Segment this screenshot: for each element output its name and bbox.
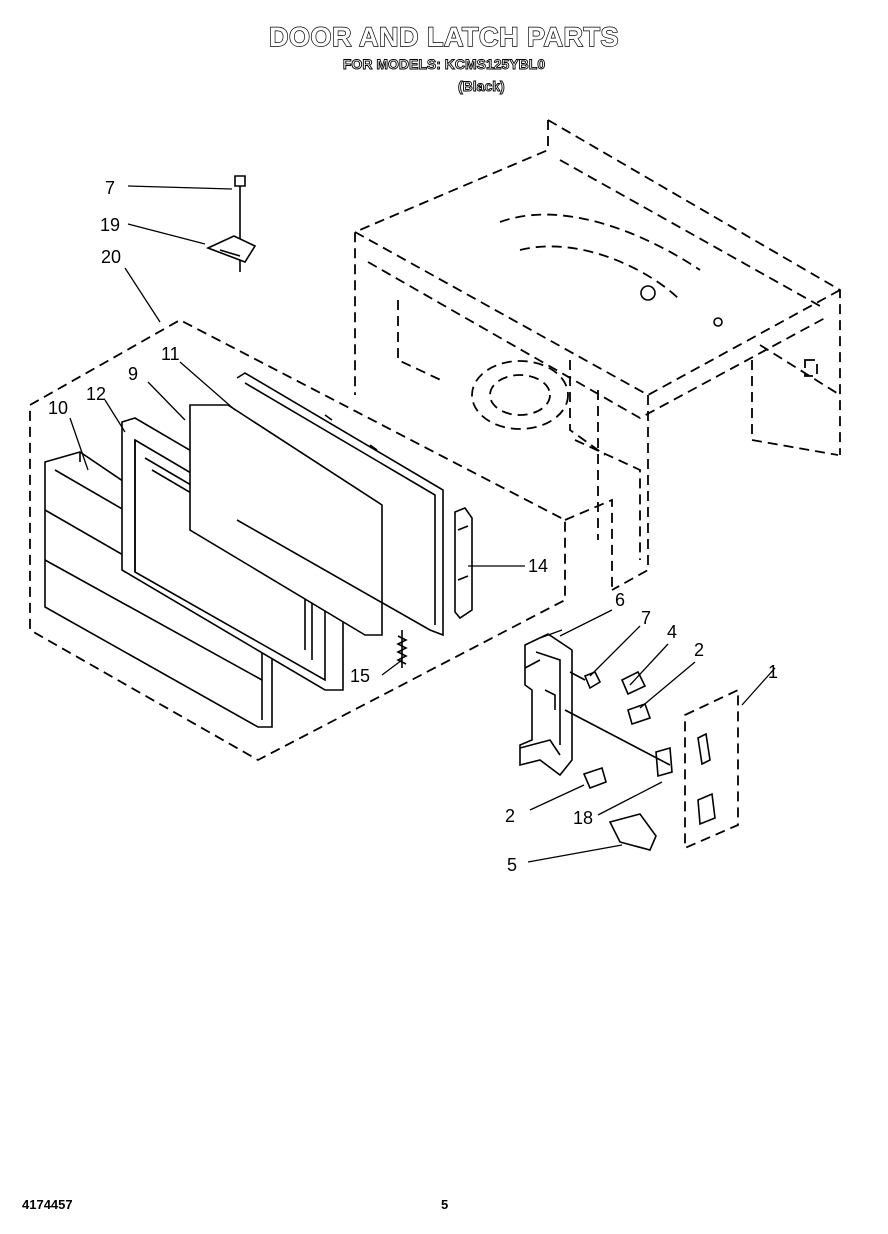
- screen-panel: [189, 404, 383, 636]
- cabinet-outline: [354, 119, 841, 591]
- latch-bracket: [519, 633, 573, 777]
- callout-9: 9: [128, 364, 138, 384]
- choke-frame: [236, 372, 444, 637]
- callout-7-lower: 7: [641, 608, 651, 628]
- document-number: 4174457: [22, 1197, 73, 1212]
- callout-4: 4: [667, 622, 677, 642]
- latch-hook: [454, 507, 473, 620]
- leader-lines: [69, 185, 776, 863]
- color-variant: (Black): [458, 78, 506, 95]
- callout-2-lower: 2: [505, 806, 515, 826]
- callout-12: 12: [86, 384, 106, 404]
- callout-labels: 7 19 20 11 9 12 10 14 15 6 7 4 2 1 2 18 …: [48, 178, 778, 875]
- door-assembly-outline: [29, 318, 613, 762]
- page-title: DOOR AND LATCH PARTS: [268, 21, 619, 52]
- callout-14: 14: [528, 556, 548, 576]
- switch-group-outline: [684, 688, 739, 850]
- callout-6: 6: [615, 590, 625, 610]
- page-number: 5: [441, 1197, 449, 1212]
- callout-5: 5: [507, 855, 517, 875]
- callout-19: 19: [100, 215, 120, 235]
- callout-15: 15: [350, 666, 370, 686]
- callout-7-upper: 7: [105, 178, 115, 198]
- callout-20: 20: [101, 247, 121, 267]
- models-subtitle: FOR MODELS: KCMS125YBL0: [342, 56, 546, 73]
- latch-small-parts: [564, 670, 673, 851]
- callout-10: 10: [48, 398, 68, 418]
- callout-18: 18: [573, 808, 593, 828]
- latch-spring: [396, 630, 408, 668]
- callout-1: 1: [768, 662, 778, 682]
- callout-2-upper: 2: [694, 640, 704, 660]
- callout-11: 11: [161, 344, 180, 364]
- hinge-screw-and-bracket: [205, 175, 257, 272]
